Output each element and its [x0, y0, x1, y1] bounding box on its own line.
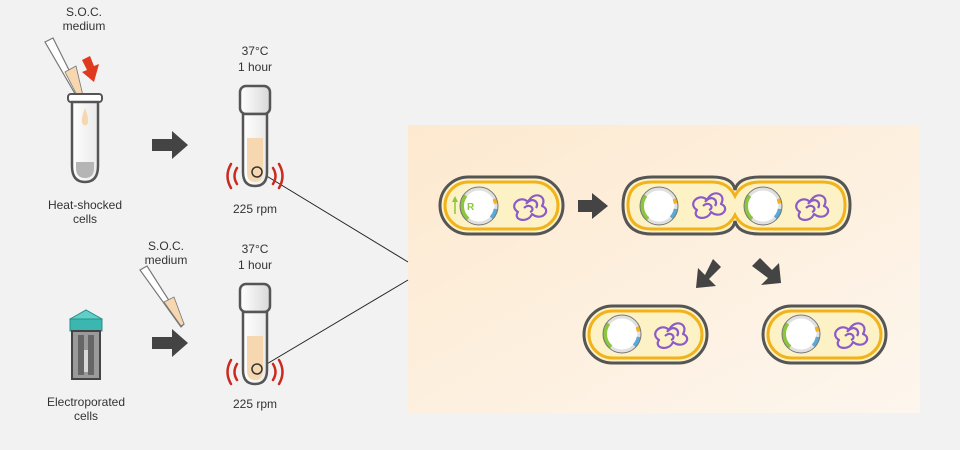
resistance-gene-arrow: [452, 196, 458, 214]
bottom-temp-label: 37°C: [242, 242, 269, 256]
zoom-panel: [408, 125, 920, 413]
top-sample-label-2: cells: [73, 212, 97, 226]
heat-shocked-tube: [67, 93, 103, 184]
bottom-sample-label-2: cells: [74, 409, 98, 423]
pour-arrow-icon: [82, 56, 99, 82]
bottom-flow-arrow: [152, 329, 188, 357]
bottom-time-label: 1 hour: [238, 258, 272, 272]
top-time-label: 1 hour: [238, 60, 272, 74]
zoom-line-top: [259, 171, 409, 263]
bottom-medium-label-2: medium: [145, 253, 188, 267]
zoom-line-bottom: [259, 279, 409, 369]
bottom-sample-label-1: Electroporated: [47, 395, 125, 409]
daughter-bacterium-left: [582, 304, 709, 365]
daughter-bacterium-right: [761, 304, 888, 365]
bottom-speed-label: 225 rpm: [233, 397, 277, 411]
top-incubation-tube: [238, 84, 272, 188]
top-medium-label-2: medium: [63, 19, 106, 33]
bottom-incubation-tube: [238, 282, 272, 386]
split-arrow-left: [696, 259, 721, 288]
division-arrow: [578, 193, 608, 219]
parent-bacterium: [438, 175, 565, 236]
top-temp-label: 37°C: [242, 44, 269, 58]
bottom-shake-icon: [226, 358, 284, 386]
top-flow-arrow: [152, 131, 188, 159]
bottom-medium-label-1: S.O.C.: [148, 239, 184, 253]
electroporation-cuvette: [68, 309, 104, 380]
bottom-pipette: [139, 265, 185, 328]
split-arrow-right: [752, 258, 781, 285]
top-medium-label-1: S.O.C.: [66, 5, 102, 19]
top-speed-label: 225 rpm: [233, 202, 277, 216]
dividing-bacterium: [621, 175, 852, 236]
resistance-gene-label: R: [467, 202, 475, 213]
top-sample-label-1: Heat-shocked: [48, 198, 122, 212]
top-shake-icon: [226, 162, 284, 190]
